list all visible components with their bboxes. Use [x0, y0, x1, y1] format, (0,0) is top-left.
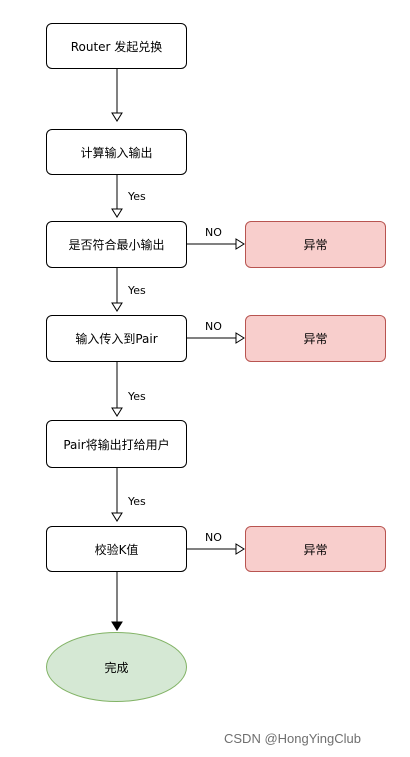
arrowhead — [235, 543, 245, 555]
node-label: 异常 — [303, 542, 328, 557]
csdn-watermark: CSDN @HongYingClub — [224, 731, 361, 746]
node-router-swap: Router 发起兑换 — [46, 23, 187, 69]
node-label: 输入传入到Pair — [75, 332, 158, 346]
node-label: 校验K值 — [94, 542, 139, 557]
node-label: Router 发起兑换 — [70, 39, 163, 54]
node-label: 异常 — [303, 238, 328, 252]
arrowhead — [235, 332, 245, 344]
edge-label-yes: Yes — [128, 190, 146, 203]
node-done: 完成 — [46, 632, 187, 702]
arrowhead-filled — [111, 621, 123, 631]
edge-label-no: NO — [205, 226, 222, 239]
node-error-2: 异常 — [245, 315, 386, 362]
arrowhead — [235, 238, 245, 250]
arrowhead — [111, 407, 123, 417]
edge-label-yes: Yes — [128, 284, 146, 297]
edge-label-no: NO — [205, 320, 222, 333]
node-transfer-to-pair: 输入传入到Pair — [46, 315, 187, 362]
arrowhead — [111, 302, 123, 312]
arrowhead — [111, 208, 123, 218]
edge-label-yes: Yes — [128, 495, 146, 508]
node-check-min-output: 是否符合最小输出 — [46, 221, 187, 268]
node-error-3: 异常 — [245, 526, 386, 572]
node-label: 完成 — [104, 660, 129, 675]
edge-label-yes: Yes — [128, 390, 146, 403]
node-error-1: 异常 — [245, 221, 386, 268]
arrowhead — [111, 112, 123, 122]
node-compute: 计算输入输出 — [46, 129, 187, 175]
node-label: 计算输入输出 — [80, 145, 153, 160]
node-verify-k: 校验K值 — [46, 526, 187, 572]
arrowhead — [111, 512, 123, 522]
edge-label-no: NO — [205, 531, 222, 544]
node-label: 异常 — [303, 332, 328, 346]
node-label: 是否符合最小输出 — [68, 238, 165, 252]
node-pair-output: Pair将输出打给用户 — [46, 420, 187, 468]
node-label: Pair将输出打给用户 — [63, 437, 170, 452]
